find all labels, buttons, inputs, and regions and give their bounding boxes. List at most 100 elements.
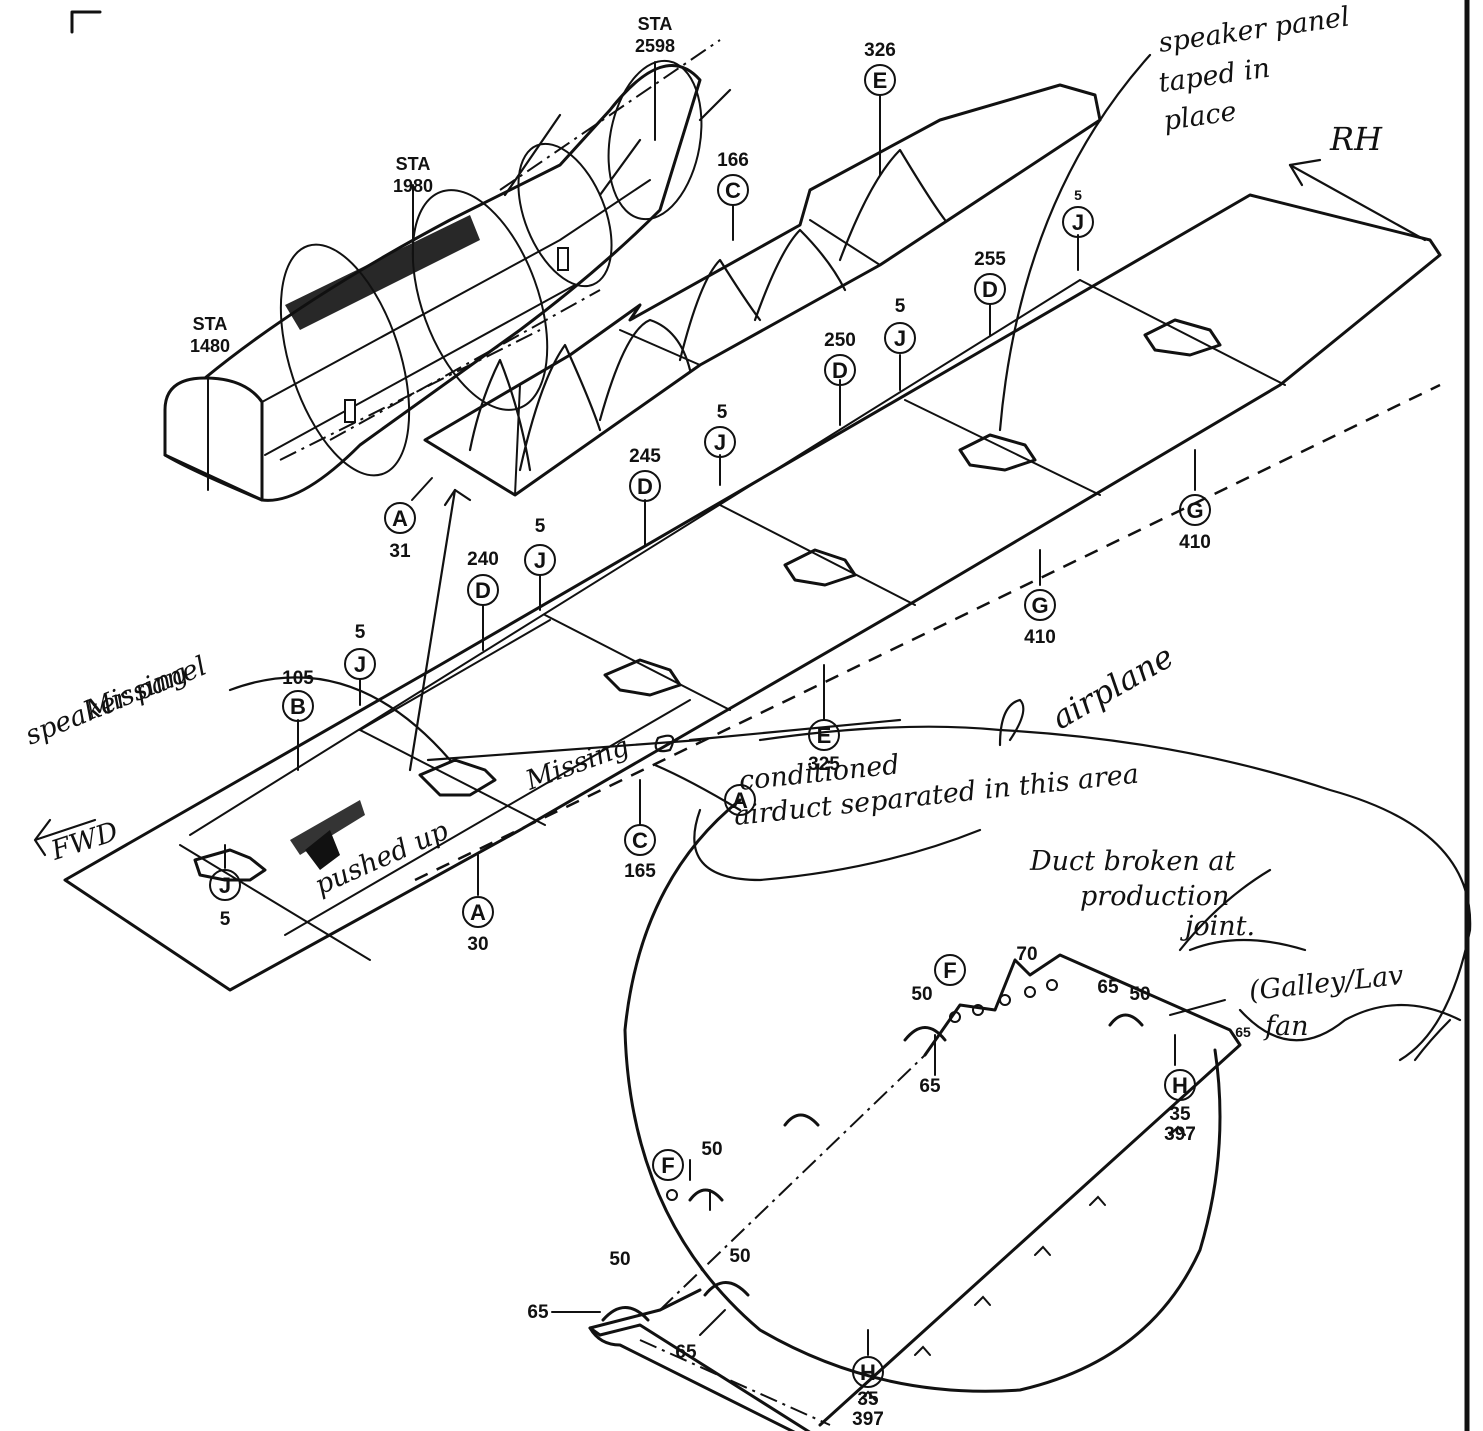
svg-text:A: A	[392, 506, 408, 531]
svg-text:5: 5	[717, 402, 728, 423]
callout-f-1: F	[934, 954, 966, 986]
svg-text:D: D	[637, 474, 653, 499]
svg-text:A: A	[470, 900, 486, 925]
note-speaker-missing-2: Missing	[80, 658, 192, 727]
svg-text:J: J	[1072, 210, 1084, 235]
svg-text:165: 165	[624, 861, 656, 882]
svg-text:F: F	[943, 958, 956, 983]
svg-text:D: D	[832, 358, 848, 383]
callout-d-245: 245 D	[629, 446, 661, 502]
sta-1980-value: 1980	[393, 176, 433, 196]
callout-j-5f: J 5	[209, 869, 241, 930]
sta-1480-label: STA	[193, 314, 228, 334]
svg-text:E: E	[873, 68, 888, 93]
svg-text:31: 31	[389, 541, 411, 562]
callout-j-5b: 5 J	[884, 296, 916, 354]
callout-c-165: C 165	[624, 824, 656, 882]
svg-text:35: 35	[1169, 1104, 1191, 1125]
detail-num-50c: 50	[701, 1139, 722, 1160]
svg-text:A: A	[732, 788, 748, 813]
note-airplane: airplane	[1045, 637, 1180, 737]
svg-text:410: 410	[1024, 627, 1056, 648]
svg-text:5: 5	[535, 516, 546, 537]
callout-leaders	[207, 61, 1196, 896]
callout-e-325: E 325	[808, 719, 840, 775]
svg-text:245: 245	[629, 446, 661, 467]
sta-1480-value: 1480	[190, 336, 230, 356]
svg-text:C: C	[725, 178, 741, 203]
callout-a-detail: A	[724, 784, 756, 816]
detail-num-50b: 50	[1129, 984, 1150, 1005]
callout-j-5d: 5 J	[524, 516, 556, 576]
svg-text:105: 105	[282, 668, 314, 689]
svg-text:B: B	[290, 694, 306, 719]
svg-text:J: J	[534, 548, 546, 573]
note-rh: RH	[1329, 120, 1383, 158]
svg-text:326: 326	[864, 40, 896, 61]
svg-text:5: 5	[1074, 187, 1082, 203]
detail-num-50d: 50	[609, 1249, 630, 1270]
note-fan: fan	[1263, 1011, 1308, 1042]
note-galley-lav: (Galley/Lav	[1247, 960, 1404, 1007]
note-place: place	[1162, 96, 1239, 137]
svg-text:J: J	[219, 873, 231, 898]
detail-fastener-dots	[666, 979, 1186, 1401]
svg-text:J: J	[714, 430, 726, 455]
corner-crop-mark	[70, 10, 102, 34]
note-duct-broken: Duct broken at	[1029, 846, 1235, 877]
callout-a-30: A 30	[462, 896, 494, 955]
callout-d-250: 250 D	[824, 330, 856, 386]
detail-num-50e: 50	[729, 1246, 750, 1267]
svg-text:30: 30	[467, 934, 488, 955]
svg-text:D: D	[475, 578, 491, 603]
svg-text:397: 397	[1164, 1124, 1196, 1145]
callout-j-5a: 5 J	[1062, 187, 1094, 238]
svg-text:325: 325	[808, 754, 840, 775]
callout-b-105: 105 B	[282, 668, 314, 722]
callout-f-2: F	[652, 1149, 684, 1181]
callout-g-410a: G 410	[1179, 494, 1211, 553]
sta-1980-label: STA	[396, 154, 431, 174]
note-taped-in: taped in	[1157, 53, 1272, 99]
callout-h-1: H 35 397	[1164, 1069, 1196, 1145]
svg-text:397: 397	[852, 1409, 884, 1430]
callout-d-240: 240 D	[467, 549, 499, 606]
svg-text:D: D	[982, 277, 998, 302]
svg-text:255: 255	[974, 249, 1006, 270]
callout-e-326: 326 E	[864, 40, 896, 96]
detail-num-65e: 65	[675, 1342, 697, 1363]
airplane-centerline	[414, 383, 1441, 882]
callout-j-5e: 5 J	[344, 622, 376, 680]
fuselage-drawing	[163, 39, 732, 502]
callout-h-2: H 35 397	[852, 1356, 884, 1430]
detail-num-50a: 50	[911, 984, 932, 1005]
note-speaker-panel: speaker panel	[1157, 1, 1352, 58]
upper-ceiling-panels	[423, 83, 1102, 497]
detail-num-70: 70	[1016, 944, 1037, 965]
svg-text:5: 5	[895, 296, 906, 317]
svg-text:250: 250	[824, 330, 856, 351]
detail-num-65a: 65	[1097, 977, 1119, 998]
detail-num-65d: 65	[527, 1302, 549, 1323]
detail-inset	[551, 798, 1242, 1431]
svg-text:5: 5	[355, 622, 366, 643]
svg-text:5: 5	[220, 909, 231, 930]
svg-text:F: F	[661, 1153, 674, 1178]
sta-2598-label: STA	[638, 14, 673, 34]
note-missing: Missing	[521, 731, 633, 797]
main-panel-strip	[63, 193, 1442, 992]
svg-text:E: E	[817, 723, 832, 748]
sta-2598-value: 2598	[635, 36, 675, 56]
svg-text:166: 166	[717, 150, 749, 171]
callout-g-410b: G 410	[1024, 589, 1056, 648]
svg-text:G: G	[1186, 498, 1203, 523]
callout-j-5c: 5 J	[704, 402, 736, 458]
svg-text:G: G	[1031, 593, 1048, 618]
svg-text:35: 35	[857, 1389, 879, 1410]
note-production: production	[1080, 881, 1229, 912]
svg-text:J: J	[354, 652, 366, 677]
callout-a-31: A 31	[384, 502, 416, 562]
callout-c-166: 166 C	[717, 150, 749, 206]
callout-d-255: 255 D	[974, 249, 1006, 305]
